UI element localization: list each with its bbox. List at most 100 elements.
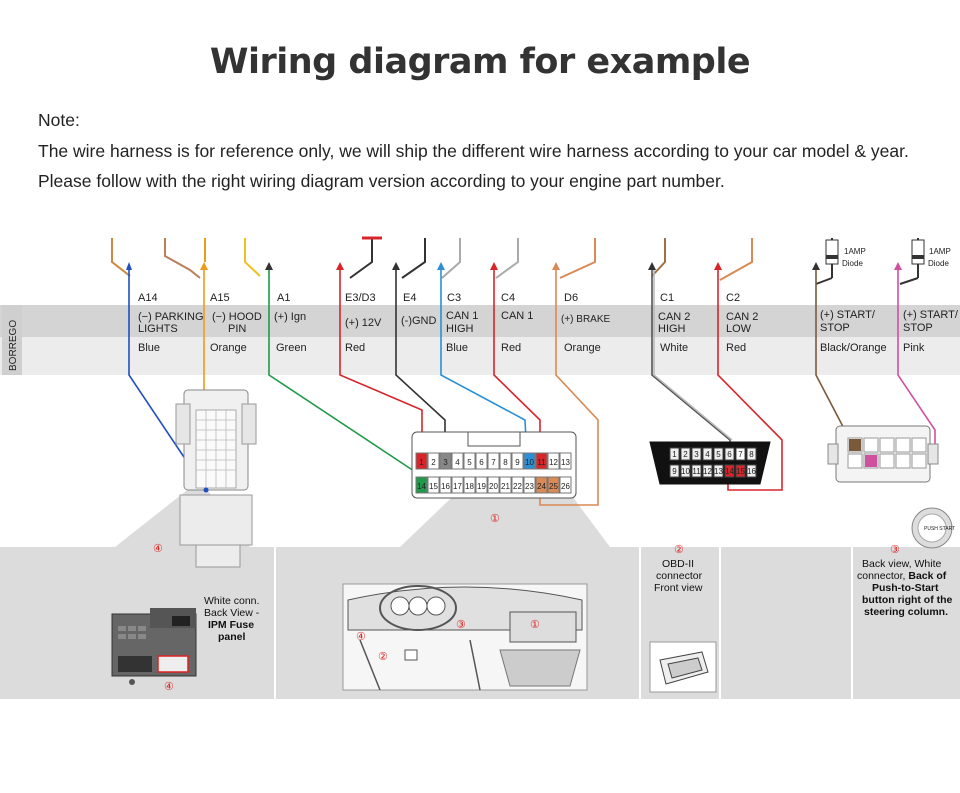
wire-labels: A14 (−) PARKING LIGHTS Blue A15 (−) HOOD… bbox=[138, 292, 959, 354]
pts-caption: button right of the bbox=[862, 594, 953, 606]
diode-2: 1AMP Diode bbox=[899, 238, 951, 285]
obd-pin-number: 16 bbox=[747, 467, 756, 476]
wire-function: (−) PARKING bbox=[138, 311, 204, 323]
connector-pin bbox=[427, 476, 440, 494]
obd-caption: OBD-II bbox=[662, 558, 694, 570]
diode-label: 1AMP bbox=[929, 247, 951, 256]
wire-function: STOP bbox=[820, 322, 850, 334]
wire-code: C3 bbox=[447, 292, 461, 304]
connector-pin bbox=[487, 476, 500, 494]
wire-color: Black/Orange bbox=[820, 342, 887, 354]
dash-marker-4: ④ bbox=[356, 631, 366, 643]
pin-number: 22 bbox=[513, 482, 522, 491]
connector-pin bbox=[439, 452, 452, 470]
obd-pin-number: 5 bbox=[716, 450, 721, 459]
wire-code: C4 bbox=[501, 292, 515, 304]
wire-color: Pink bbox=[903, 342, 925, 354]
obd-pin bbox=[680, 464, 691, 478]
pts-caption: steering column. bbox=[864, 606, 948, 618]
ipm-caption: White conn. bbox=[204, 595, 259, 607]
connector-pin bbox=[499, 476, 512, 494]
ipm-caption: IPM Fuse bbox=[208, 619, 254, 631]
connector-pin bbox=[415, 452, 428, 470]
pin-number: 16 bbox=[441, 482, 450, 491]
obd-pin-number: 6 bbox=[727, 450, 732, 459]
pts-caption: Back view, White bbox=[862, 558, 942, 570]
pin-number: 24 bbox=[537, 482, 546, 491]
wire-function: CAN 2 bbox=[726, 311, 758, 323]
wire-function: (−) HOOD bbox=[212, 311, 262, 323]
connector-pin bbox=[547, 452, 560, 470]
obd-pin-number: 8 bbox=[749, 450, 754, 459]
pin-number: 21 bbox=[501, 482, 510, 491]
note-heading: Note: bbox=[38, 110, 80, 130]
diode-1: 1AMP Diode bbox=[815, 238, 866, 285]
obd-pin-number: 11 bbox=[692, 467, 701, 476]
obd-pin bbox=[713, 464, 724, 478]
pts-caption: connector, Back of bbox=[857, 570, 947, 582]
side-label: BORREGO bbox=[8, 320, 19, 371]
pin-number: 12 bbox=[549, 458, 558, 467]
pin-number: 5 bbox=[467, 458, 472, 467]
wire-function: (+) 12V bbox=[345, 317, 382, 329]
pin-number: 2 bbox=[431, 458, 436, 467]
connector-pin bbox=[451, 476, 464, 494]
obd-pin-number: 9 bbox=[672, 467, 677, 476]
connector-marker: ① bbox=[490, 513, 500, 525]
dash-marker-1: ① bbox=[530, 619, 540, 631]
wire-function: CAN 2 bbox=[658, 311, 690, 323]
pin-number: 25 bbox=[549, 482, 558, 491]
arrows bbox=[126, 262, 902, 270]
wire-code: E3/D3 bbox=[345, 292, 376, 304]
wire-code: A14 bbox=[138, 292, 158, 304]
pin-number: 18 bbox=[465, 482, 474, 491]
connector-pin bbox=[475, 476, 488, 494]
obd-pin bbox=[713, 447, 724, 461]
pin-number: 4 bbox=[455, 458, 460, 467]
wire-function: HIGH bbox=[446, 323, 474, 335]
pin-number: 6 bbox=[479, 458, 484, 467]
pts-caption: Push-to-Start bbox=[872, 582, 939, 594]
wire-function: (+) Ign bbox=[274, 311, 306, 323]
pin-number: 23 bbox=[525, 482, 534, 491]
pin-number: 9 bbox=[515, 458, 520, 467]
wire-code: A1 bbox=[277, 292, 290, 304]
wire-function: (+) START/ bbox=[820, 309, 876, 321]
connector-pin bbox=[559, 476, 572, 494]
obd-caption: connector bbox=[656, 570, 703, 582]
connector-pin bbox=[451, 452, 464, 470]
wire-color: Orange bbox=[210, 342, 247, 354]
diode-label: 1AMP bbox=[844, 247, 866, 256]
obd-pin-number: 13 bbox=[714, 467, 723, 476]
wire-color: White bbox=[660, 342, 688, 354]
connector-pin bbox=[415, 476, 428, 494]
obd-pin-number: 14 bbox=[725, 467, 734, 476]
obd-pin bbox=[669, 464, 680, 478]
connector-pin bbox=[439, 476, 452, 494]
pin-number: 10 bbox=[525, 458, 534, 467]
wire-function: PIN bbox=[228, 323, 246, 335]
connector-pin bbox=[535, 452, 548, 470]
obd-pin-number: 2 bbox=[683, 450, 688, 459]
obd-pin bbox=[691, 464, 702, 478]
obd-pin-number: 1 bbox=[672, 450, 677, 459]
wire-color: Red bbox=[345, 342, 365, 354]
wire-function: CAN 1 bbox=[501, 310, 533, 322]
obd-pin bbox=[724, 464, 735, 478]
connector-pin bbox=[559, 452, 572, 470]
wire-function: LIGHTS bbox=[138, 323, 178, 335]
obd-photo bbox=[649, 641, 717, 693]
obd-caption: Front view bbox=[654, 582, 703, 594]
obd-pin bbox=[746, 447, 757, 461]
wire-code: C2 bbox=[726, 292, 740, 304]
obd-pin bbox=[669, 447, 680, 461]
wire-color: Green bbox=[276, 342, 307, 354]
pts-marker: ③ bbox=[890, 544, 900, 556]
pin-number: 20 bbox=[489, 482, 498, 491]
ipm-marker: ④ bbox=[153, 543, 163, 555]
connector-pin bbox=[487, 452, 500, 470]
wire-color: Orange bbox=[564, 342, 601, 354]
label-band-top bbox=[0, 305, 960, 337]
pin-number: 19 bbox=[477, 482, 486, 491]
